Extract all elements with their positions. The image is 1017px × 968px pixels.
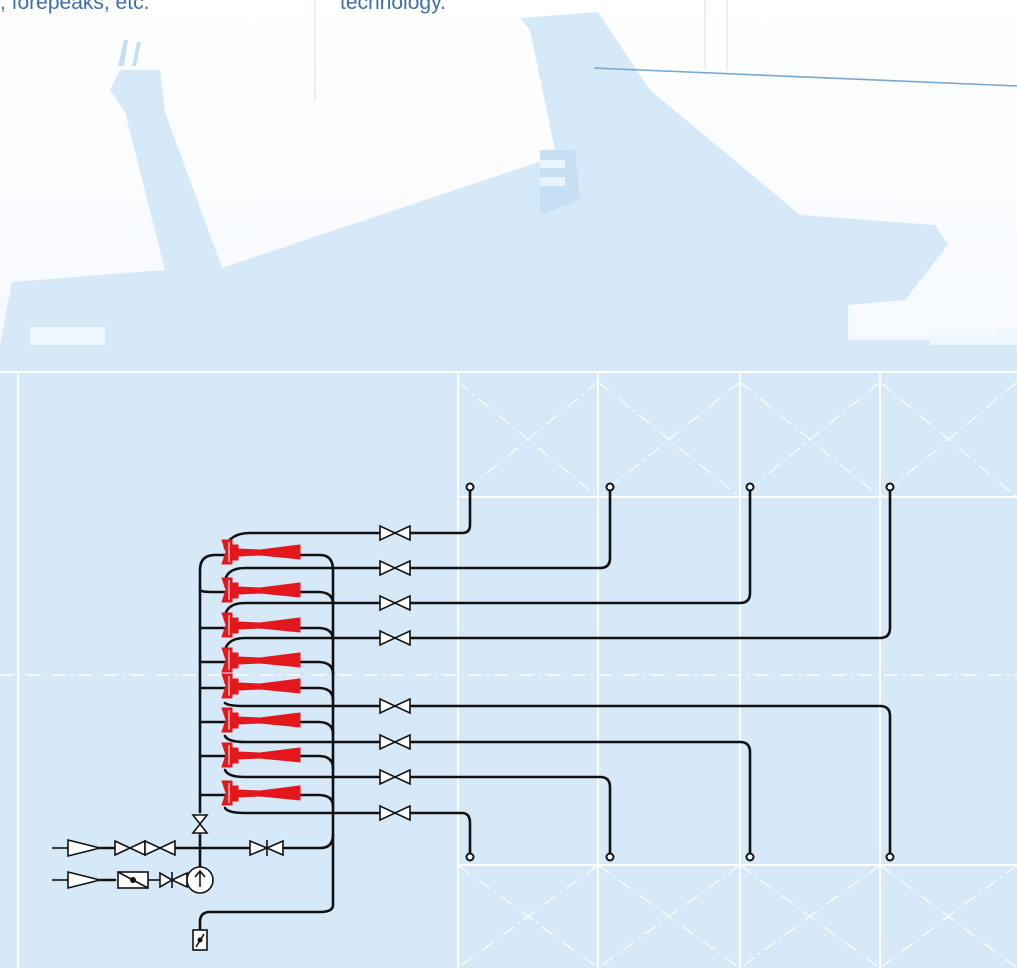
gate-valve-icon bbox=[379, 524, 411, 542]
gate-valve-icon bbox=[379, 629, 411, 647]
gate-valve-icon bbox=[379, 768, 411, 786]
fire-nozzle-group bbox=[221, 539, 301, 806]
gate-valve-icon bbox=[379, 697, 411, 715]
gate-valve-icon bbox=[379, 594, 411, 612]
pump-icon bbox=[186, 866, 214, 894]
outlet-point-icon bbox=[605, 482, 615, 492]
fire-nozzle-icon bbox=[221, 577, 301, 603]
strainer-icon bbox=[117, 871, 160, 889]
caption-right: technology. bbox=[340, 0, 446, 14]
fire-nozzle-icon bbox=[221, 742, 301, 768]
non-return-valve-icon bbox=[159, 871, 188, 889]
gate-valve-icon bbox=[191, 814, 209, 834]
flow-arrow-icon bbox=[52, 838, 101, 858]
gate-valve-icon bbox=[379, 733, 411, 751]
fire-nozzle-icon bbox=[221, 780, 301, 806]
outlet-point-icon bbox=[745, 852, 755, 862]
fire-nozzle-icon bbox=[221, 707, 301, 733]
flow-arrow-icon bbox=[52, 870, 101, 890]
outlet-point-icon bbox=[745, 482, 755, 492]
valves bbox=[114, 524, 411, 889]
fire-nozzle-icon bbox=[221, 539, 301, 565]
gate-valve-icon bbox=[379, 804, 411, 822]
tank-grid bbox=[0, 371, 1017, 968]
gate-valve-icon bbox=[379, 559, 411, 577]
level-switch-icon bbox=[192, 929, 208, 951]
fire-nozzle-icon bbox=[221, 673, 301, 699]
pipe-network bbox=[98, 485, 892, 932]
non-return-valve-icon bbox=[249, 839, 284, 857]
caption-left: , forepeaks, etc. bbox=[0, 0, 150, 14]
outlet-point-icon bbox=[605, 852, 615, 862]
outlet-point-icon bbox=[465, 852, 475, 862]
outlet-point-icon bbox=[885, 482, 895, 492]
outlet-points bbox=[465, 482, 895, 862]
fire-nozzle-icon bbox=[221, 612, 301, 638]
outlet-point-icon bbox=[465, 482, 475, 492]
outlet-point-icon bbox=[885, 852, 895, 862]
fire-nozzle-icon bbox=[221, 647, 301, 673]
gate-valve-icon bbox=[144, 839, 176, 857]
